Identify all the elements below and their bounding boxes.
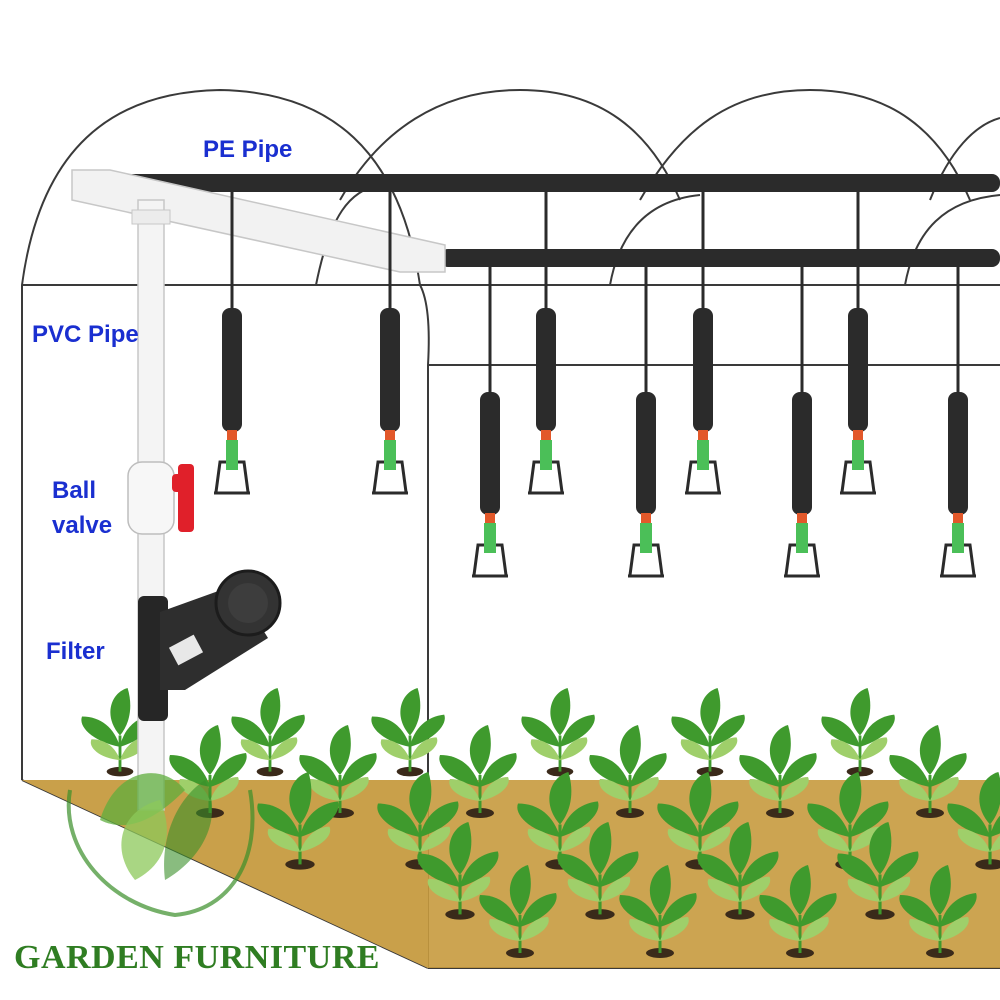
pe-pipe-upper xyxy=(90,174,1000,192)
pe-pipe-lower xyxy=(440,249,1000,267)
plant xyxy=(521,688,594,776)
ball-valve-label-line1: Ball xyxy=(52,477,96,504)
pvc-pipe-label: PVC Pipe xyxy=(32,321,139,348)
brand-name: GARDEN FURNITURE xyxy=(14,939,380,976)
ball-valve-label-line2: valve xyxy=(52,512,112,539)
hanging-sprinkler-icon xyxy=(685,192,721,493)
plant xyxy=(821,688,894,776)
filter-label: Filter xyxy=(46,638,105,665)
hanging-sprinkler-icon xyxy=(784,267,820,576)
plant xyxy=(371,688,444,776)
ball-valve-icon xyxy=(128,462,194,534)
hanging-sprinkler-icon xyxy=(628,267,664,576)
hanging-sprinkler-icon xyxy=(940,267,976,576)
pe-pipe-label: PE Pipe xyxy=(203,136,292,163)
hanging-sprinkler-icon xyxy=(528,192,564,493)
hanging-sprinkler-icon xyxy=(472,267,508,576)
hanging-sprinkler-icon xyxy=(840,192,876,493)
plant xyxy=(671,688,744,776)
